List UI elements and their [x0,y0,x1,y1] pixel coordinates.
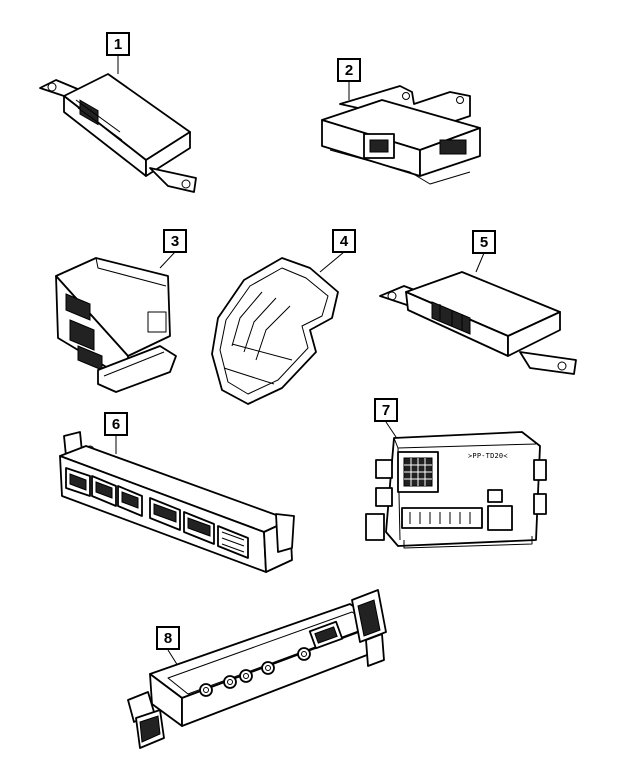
part-8-module [127,589,387,749]
callout-5: 5 [472,230,496,254]
part-7-module [365,421,547,549]
callout-7: 7 [374,398,398,422]
callout-4: 4 [332,229,356,253]
part-2-module [321,82,481,185]
callout-6: 6 [104,412,128,436]
callout-3: 3 [163,229,187,253]
part-5-module [379,252,577,375]
callout-8: 8 [156,626,180,650]
callout-1: 1 [106,32,130,56]
part-3-module [55,251,177,393]
callout-2: 2 [337,58,361,82]
part-6-module [59,431,295,573]
part-1-module [39,56,197,193]
part-7-stamp: ≻PP-TD20≺ [468,452,508,460]
part-4-cover [211,251,345,405]
